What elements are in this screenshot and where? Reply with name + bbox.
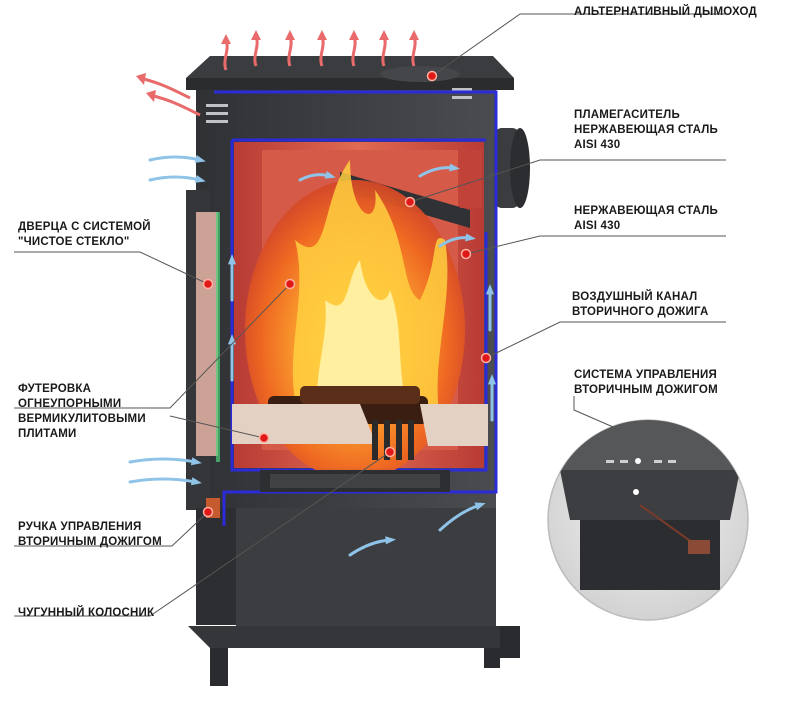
callout-marker-icon <box>258 432 270 444</box>
hot-air-arrow-icon <box>221 34 231 44</box>
label-lining: ФУТЕРОВКА ОГНЕУПОРНЫМИ ВЕРМИКУЛИТОВЫМИ П… <box>18 383 146 440</box>
hot-air-arrow-icon <box>139 76 191 100</box>
hot-air-arrow-icon <box>379 30 389 40</box>
label-air-channel: ВОЗДУШНЫЙ КАНАЛ ВТОРИЧНОГО ДОЖИГА <box>572 291 709 318</box>
cold-air-arrow-icon <box>190 477 202 486</box>
leader-line <box>14 511 209 547</box>
leader-line <box>14 251 209 285</box>
hot-air-arrow-icon <box>136 73 146 85</box>
cold-air-arrow-icon <box>474 502 486 511</box>
hot-air-arrow-icon <box>149 93 201 117</box>
callout-marker-icon <box>480 352 492 364</box>
cold-air-arrow-icon <box>148 175 202 182</box>
cold-air-arrow-icon <box>385 536 396 545</box>
hot-air-arrow-icon <box>146 90 156 102</box>
cold-air-arrow-icon <box>487 374 497 385</box>
callout-marker-icon <box>404 196 416 208</box>
leader-line <box>409 159 726 203</box>
leader-line <box>573 396 621 431</box>
callout-marker-icon <box>202 278 214 290</box>
cold-air-arrow-icon <box>128 457 198 464</box>
leader-line <box>14 283 291 409</box>
stove-top-plate <box>186 56 514 90</box>
hot-air-arrow-icon <box>251 30 261 40</box>
cold-air-arrow-icon <box>148 155 202 162</box>
cold-air-arrow-icon <box>324 170 336 179</box>
leader-line <box>14 451 391 617</box>
leader-line <box>431 13 726 77</box>
door-glass <box>196 212 220 518</box>
label-handle: РУЧКА УПРАВЛЕНИЯ ВТОРИЧНЫМ ДОЖИГОМ <box>18 521 162 548</box>
hot-air-arrows <box>136 30 419 117</box>
leader-line <box>465 235 726 255</box>
hot-air-arrow-icon <box>409 30 419 40</box>
callout-marker-icon <box>202 506 214 518</box>
cold-air-arrow-icon <box>465 233 476 242</box>
callout-marker-icon <box>284 278 296 290</box>
label-door: ДВЕРЦА С СИСТЕМОЙ "ЧИСТОЕ СТЕКЛО" <box>18 221 151 248</box>
label-control-system: СИСТЕМА УПРАВЛЕНИЯ ВТОРИЧНЫМ ДОЖИГОМ <box>574 369 718 396</box>
firebox <box>232 142 488 492</box>
cold-air-arrow-icon <box>485 284 495 295</box>
leader-line <box>485 321 726 359</box>
callout-marker-icon <box>460 248 472 260</box>
cold-air-arrow-icon <box>190 457 202 466</box>
cold-air-arrow-icon <box>449 163 460 172</box>
hot-air-arrow-icon <box>349 30 359 40</box>
cold-air-arrow-icon <box>194 175 206 183</box>
leader-lines <box>14 13 726 617</box>
callout-marker-icon <box>426 70 438 82</box>
cold-air-arrow-icon <box>194 155 206 163</box>
label-grate: ЧУГУННЫЙ КОЛОСНИК <box>18 607 155 619</box>
callout-markers <box>202 70 492 518</box>
leader-line <box>169 415 265 439</box>
cold-air-arrow-icon <box>227 254 237 265</box>
zoom-circle <box>547 419 749 621</box>
cold-air-arrows <box>128 155 497 557</box>
callout-marker-icon <box>384 446 396 458</box>
hot-air-arrow-icon <box>285 30 295 40</box>
label-alt-chimney: АЛЬТЕРНАТИВНЫЙ ДЫМОХОД <box>574 6 757 18</box>
cold-air-arrow-icon <box>128 477 198 484</box>
hot-air-arrow-icon <box>317 30 327 40</box>
label-flame-damper: ПЛАМЕГАСИТЕЛЬ НЕРЖАВЕЮЩАЯ СТАЛЬ AISI 430 <box>574 109 719 151</box>
label-stainless-steel: НЕРЖАВЕЮЩАЯ СТАЛЬ AISI 430 <box>574 205 719 232</box>
